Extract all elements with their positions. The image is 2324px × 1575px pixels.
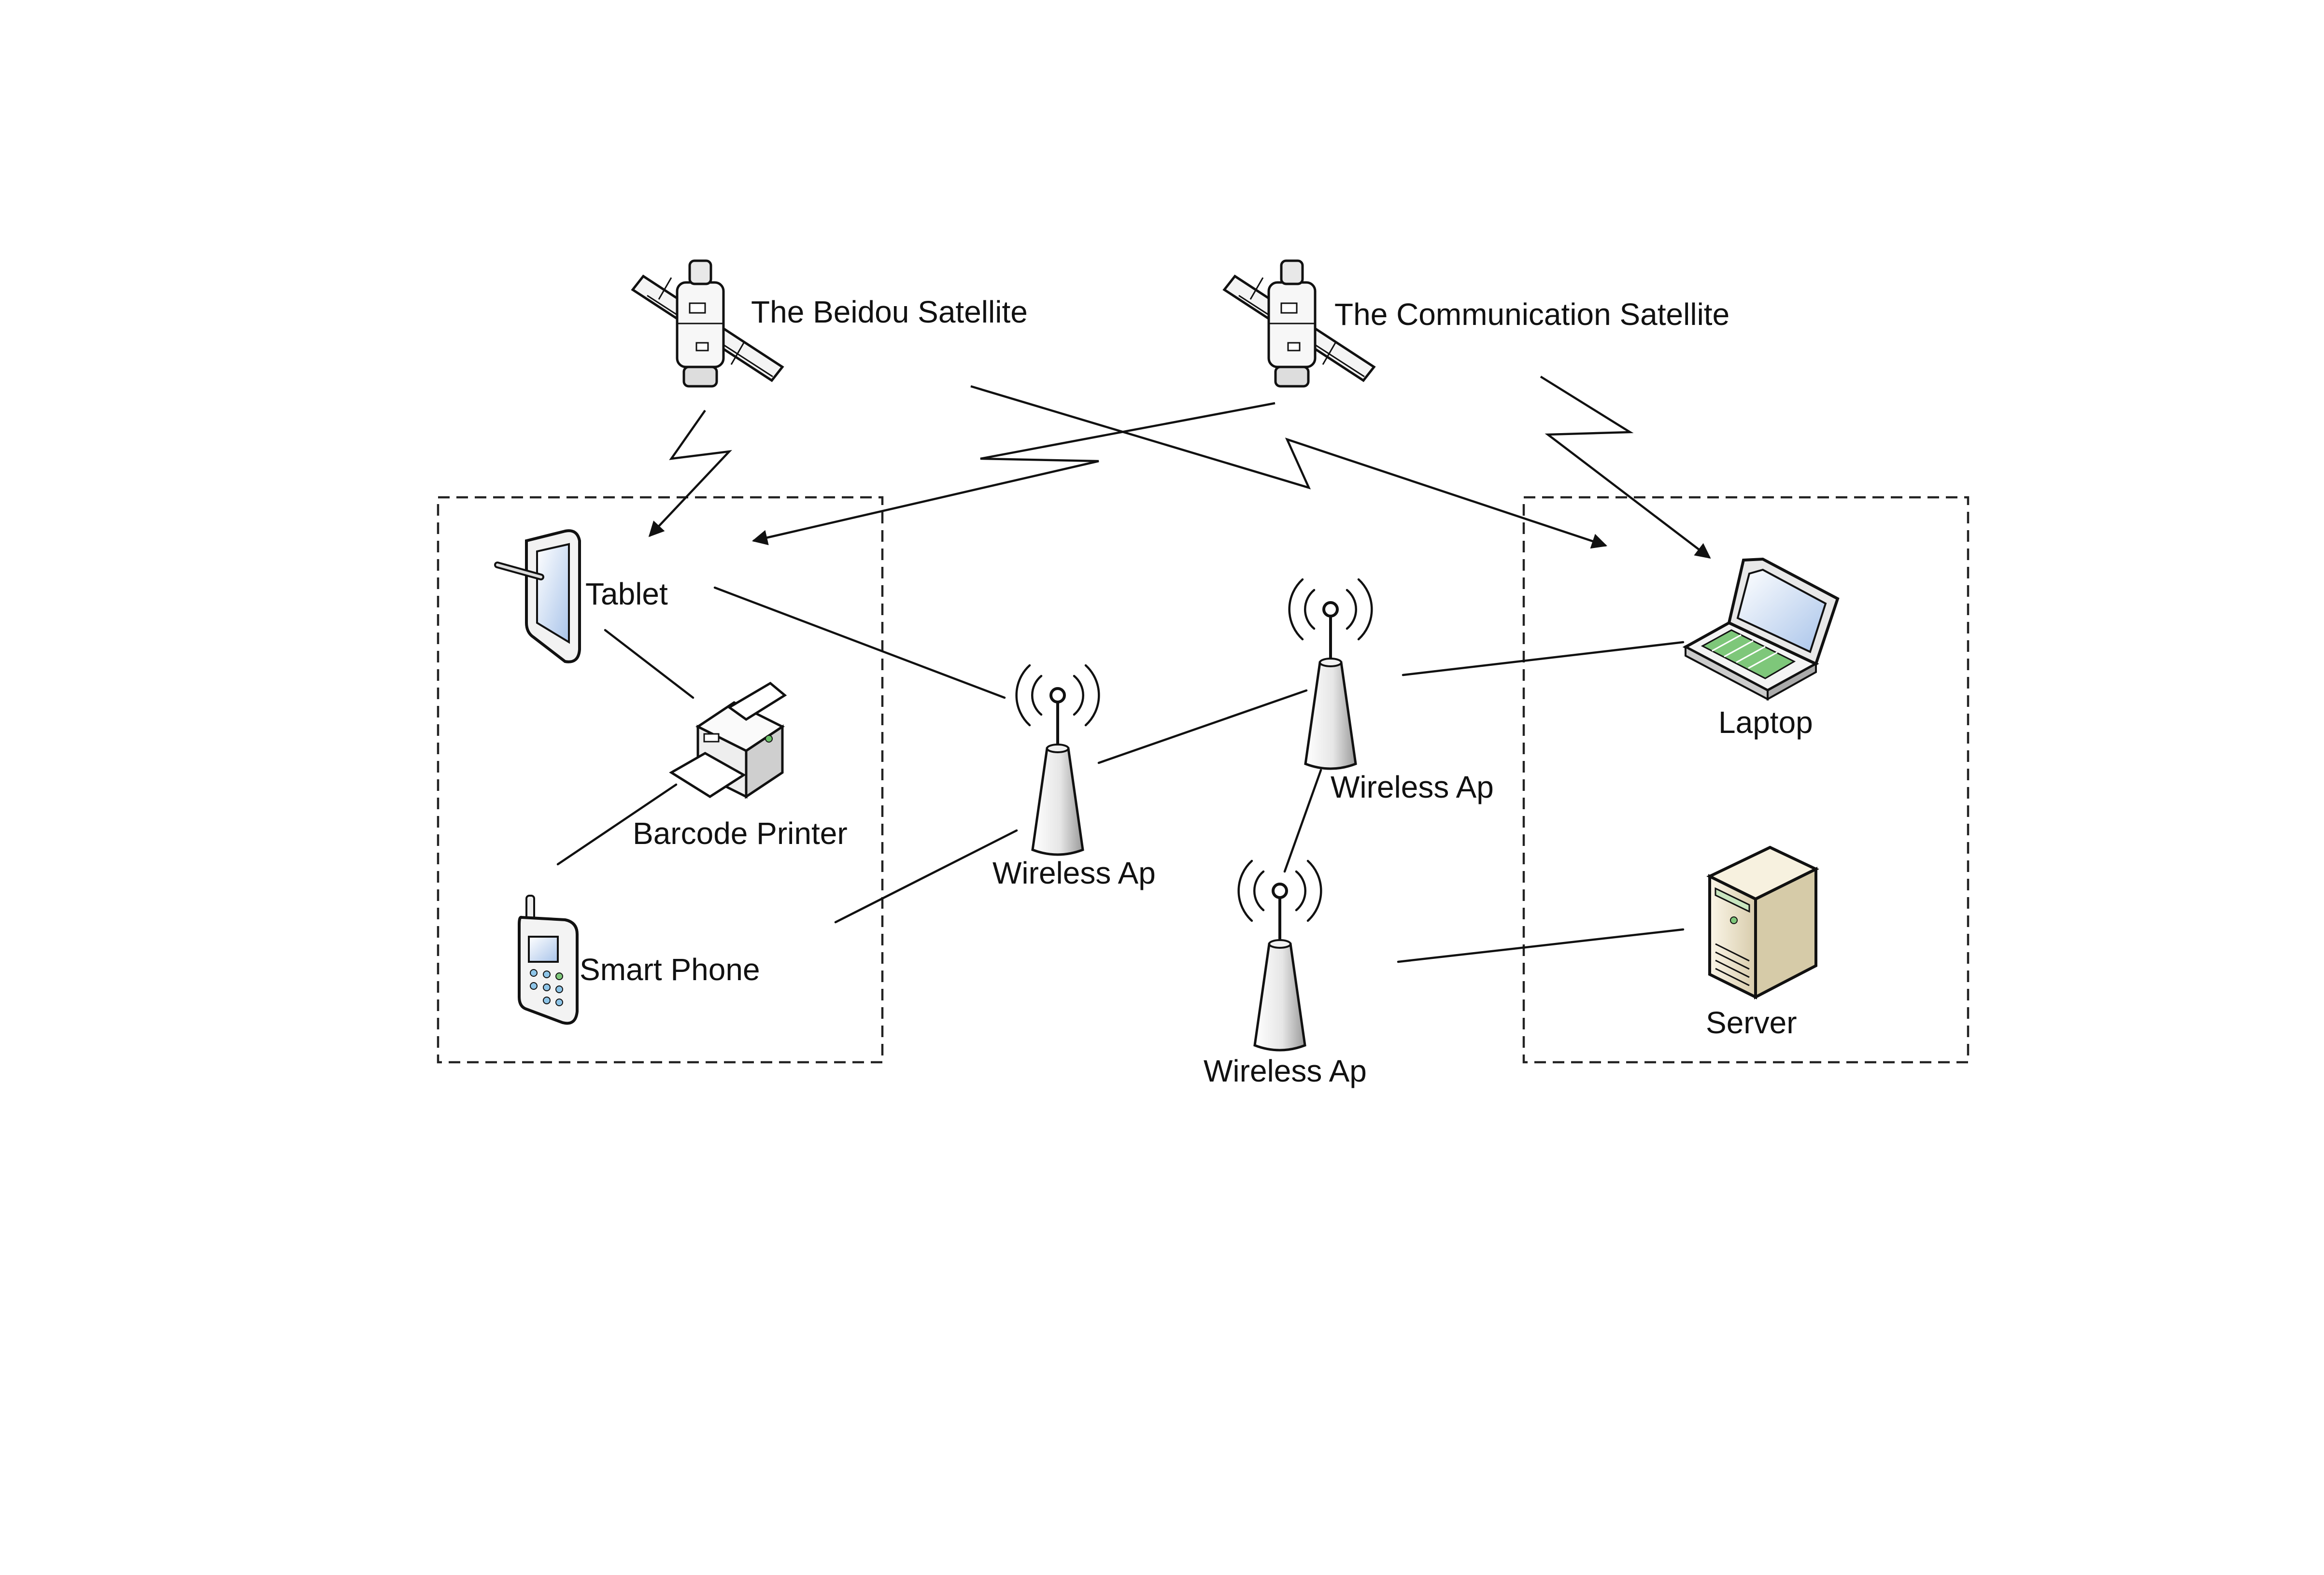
phone-icon: [518, 895, 579, 1025]
printer-icon: [669, 681, 787, 799]
wireless-ap-icon: [1017, 665, 1099, 855]
server-node[interactable]: Server: [1706, 845, 1819, 1040]
smart-phone-node[interactable]: Smart Phone: [518, 895, 760, 1025]
wireless-ap-bottom[interactable]: Wireless Ap: [1204, 861, 1367, 1088]
satellite-links: [648, 376, 1711, 559]
wireless-ap-icon: [1239, 861, 1321, 1050]
connection-lines: [556, 586, 1685, 963]
wireless-ap-bottom-label: Wireless Ap: [1204, 1054, 1367, 1088]
server-label: Server: [1706, 1005, 1797, 1040]
wireless-ap-left-label: Wireless Ap: [992, 856, 1156, 890]
link-ap-left-ap-right: [1097, 689, 1308, 764]
communication-satellite[interactable]: The Communication Satellite: [1224, 261, 1729, 386]
wireless-ap-icon: [1290, 579, 1372, 769]
link-tablet-ap-left: [713, 586, 1006, 699]
beidou-satellite-label: The Beidou Satellite: [751, 295, 1028, 329]
barcode-printer-label: Barcode Printer: [633, 816, 848, 851]
office-devices-zone: [1522, 496, 1970, 1064]
wireless-ap-right-label: Wireless Ap: [1331, 770, 1494, 804]
link-beidou-laptop: [970, 385, 1608, 549]
link-phone-ap-left: [834, 829, 1018, 924]
laptop-label: Laptop: [1718, 705, 1813, 740]
smart-phone-label: Smart Phone: [580, 952, 760, 987]
link-ap-bottom-server: [1397, 928, 1685, 963]
beidou-satellite[interactable]: The Beidou Satellite: [633, 261, 1028, 386]
server-icon: [1706, 845, 1819, 999]
wireless-ap-right[interactable]: Wireless Ap: [1290, 579, 1494, 804]
link-printer-phone: [556, 783, 678, 866]
link-ap-right-ap-bottom: [1283, 769, 1322, 873]
link-beidou-tablet: [648, 409, 732, 537]
communication-satellite-label: The Communication Satellite: [1334, 297, 1729, 332]
field-devices-zone: [437, 496, 884, 1064]
link-comm-tablet: [751, 402, 1275, 546]
tablet-node[interactable]: Tablet: [494, 529, 668, 663]
laptop-icon: [1682, 557, 1840, 701]
link-ap-right-laptop: [1402, 641, 1685, 676]
link-comm-laptop: [1540, 376, 1711, 559]
tablet-label: Tablet: [585, 577, 668, 611]
tablet-icon: [494, 529, 581, 663]
link-tablet-printer: [604, 629, 694, 699]
wireless-ap-left[interactable]: Wireless Ap: [992, 665, 1156, 890]
laptop-node[interactable]: Laptop: [1682, 557, 1840, 740]
barcode-printer-node[interactable]: Barcode Printer: [633, 681, 848, 851]
